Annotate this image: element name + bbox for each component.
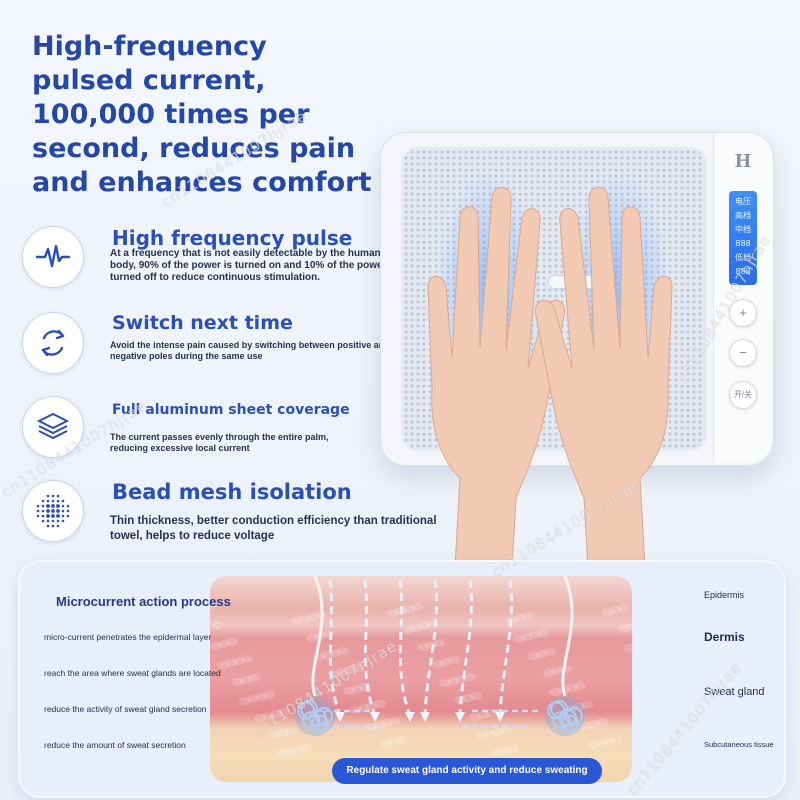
bead-mesh-icon [22, 480, 84, 542]
headline-line-2: pulsed current, [32, 65, 266, 96]
step-1: micro-current penetrates the epidermal l… [44, 632, 212, 642]
lcd-line: 低档 [735, 253, 751, 262]
feature-title: Full aluminum sheet coverage [112, 402, 350, 418]
headline-line-1: High-frequency [32, 31, 267, 62]
increase-button[interactable]: + [729, 299, 757, 327]
feature-description: At a frequency that is not easily detect… [110, 248, 398, 283]
panel-title: Microcurrent action process [56, 594, 231, 609]
control-panel: H 电压 高档 中档 888 低档 888 + − 开/关 [713, 133, 772, 463]
lcd-line: 888 [735, 239, 751, 248]
aluminum-layers-icon [22, 396, 84, 458]
switch-cycle-icon [22, 312, 84, 374]
label-subcutaneous: Subcutaneous tissue [704, 740, 774, 749]
headline-line-3: 100,000 times per [32, 99, 310, 130]
lcd-display: 电压 高档 中档 888 低档 888 [729, 191, 757, 285]
headline-line-5: and enhances comfort [32, 167, 372, 198]
label-dermis: Dermis [704, 630, 745, 644]
hands-illustration [427, 186, 673, 568]
microcurrent-panel: Microcurrent action process micro-curren… [18, 560, 786, 798]
label-epidermis: Epidermis [704, 590, 745, 600]
feature-description: The current passes evenly through the en… [110, 432, 329, 453]
feature-description: Avoid the intense pain caused by switchi… [110, 340, 390, 361]
power-button[interactable]: 开/关 [729, 381, 757, 409]
regulate-sweat-cta[interactable]: Regulate sweat gland activity and reduce… [332, 758, 602, 784]
step-2: reach the area where sweat glands are lo… [44, 668, 221, 678]
feature-title: Bead mesh isolation [112, 480, 352, 504]
feature-description: Thin thickness, better conduction effici… [110, 515, 437, 542]
brand-logo: H [734, 151, 752, 172]
skin-cross-section [210, 576, 632, 782]
decrease-button[interactable]: − [729, 339, 757, 367]
lcd-line: 888 [735, 267, 751, 276]
pulse-wave-icon [22, 226, 84, 288]
feature-title: Switch next time [112, 312, 293, 334]
label-sweat-gland: Sweat gland [704, 686, 765, 698]
step-4: reduce the amount of sweat secretion [44, 740, 186, 750]
lcd-line: 高档 [735, 211, 751, 220]
headline: High-frequency pulsed current, 100,000 t… [32, 30, 392, 200]
lcd-line: 中档 [735, 225, 751, 234]
feature-title: High frequency pulse [112, 226, 353, 250]
step-3: reduce the activity of sweat gland secre… [44, 704, 207, 714]
lcd-line: 电压 [735, 197, 751, 206]
headline-line-4: second, reduces pain [32, 133, 356, 164]
